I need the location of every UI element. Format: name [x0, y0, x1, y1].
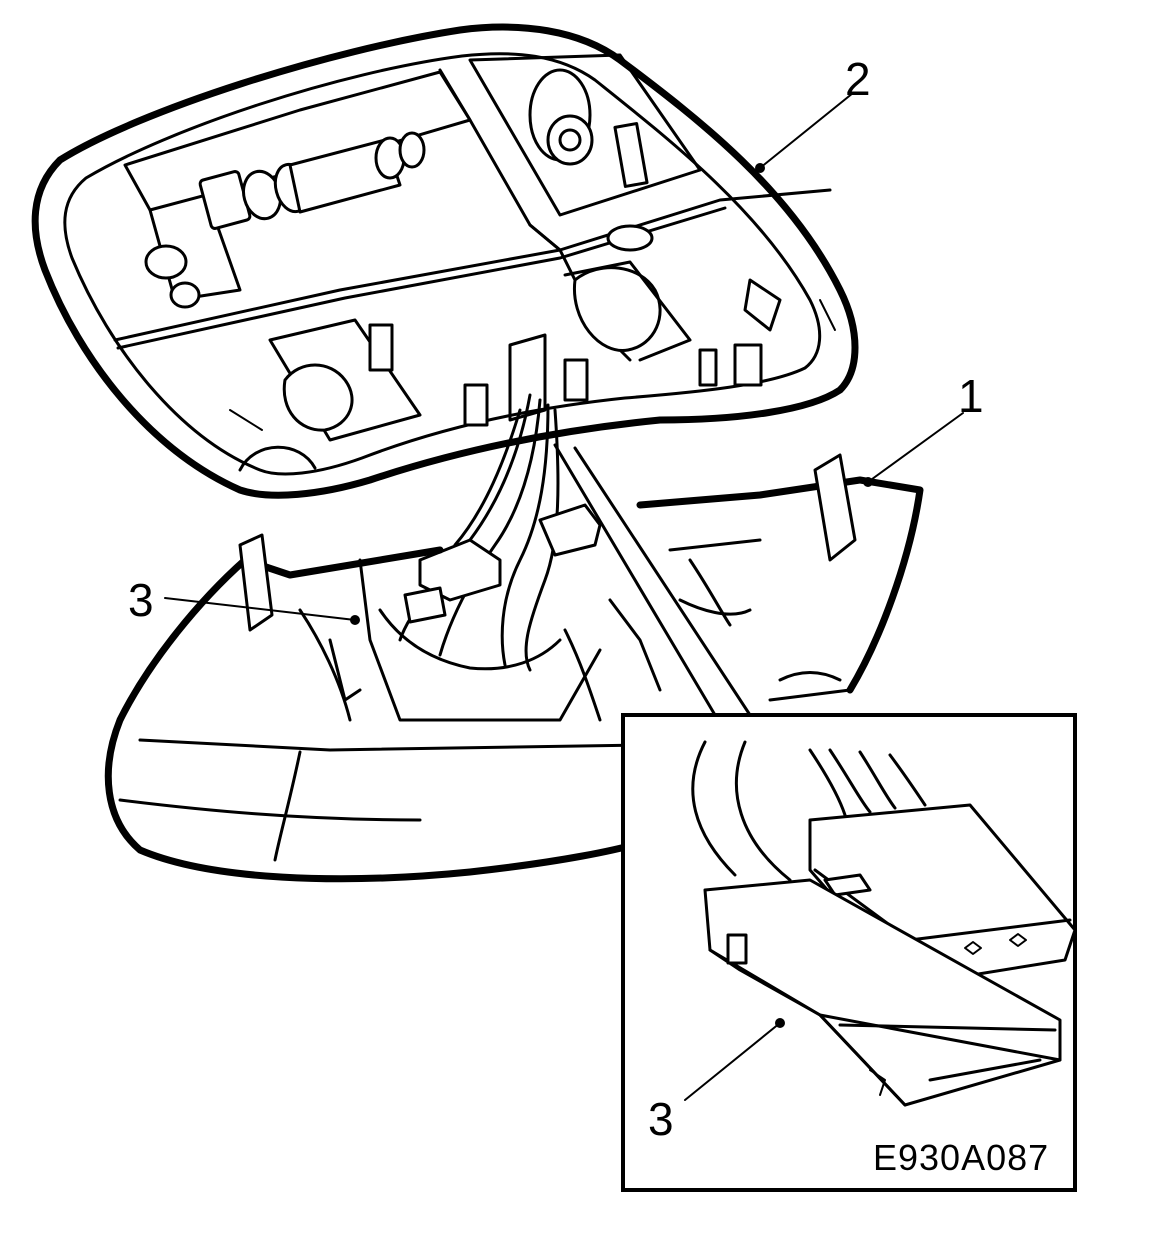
- callout-3-detail: 3: [648, 1018, 785, 1145]
- callout-3-main: 3: [128, 574, 360, 626]
- lower-trim-panel: [104, 453, 924, 883]
- callout-2-label: 2: [845, 53, 871, 105]
- wiring-harness: [378, 393, 602, 672]
- callout-1-label: 1: [958, 370, 984, 422]
- callout-3-main-label: 3: [128, 574, 154, 626]
- callout-1: 1: [863, 370, 984, 487]
- connector-detail-inset: [621, 713, 1077, 1192]
- detail-leader-lines: [553, 443, 752, 717]
- callout-3-detail-label: 3: [648, 1093, 674, 1145]
- figure-code: E930A087: [873, 1137, 1049, 1178]
- roof-console-housing: [31, 23, 859, 499]
- callout-2: 2: [755, 53, 871, 173]
